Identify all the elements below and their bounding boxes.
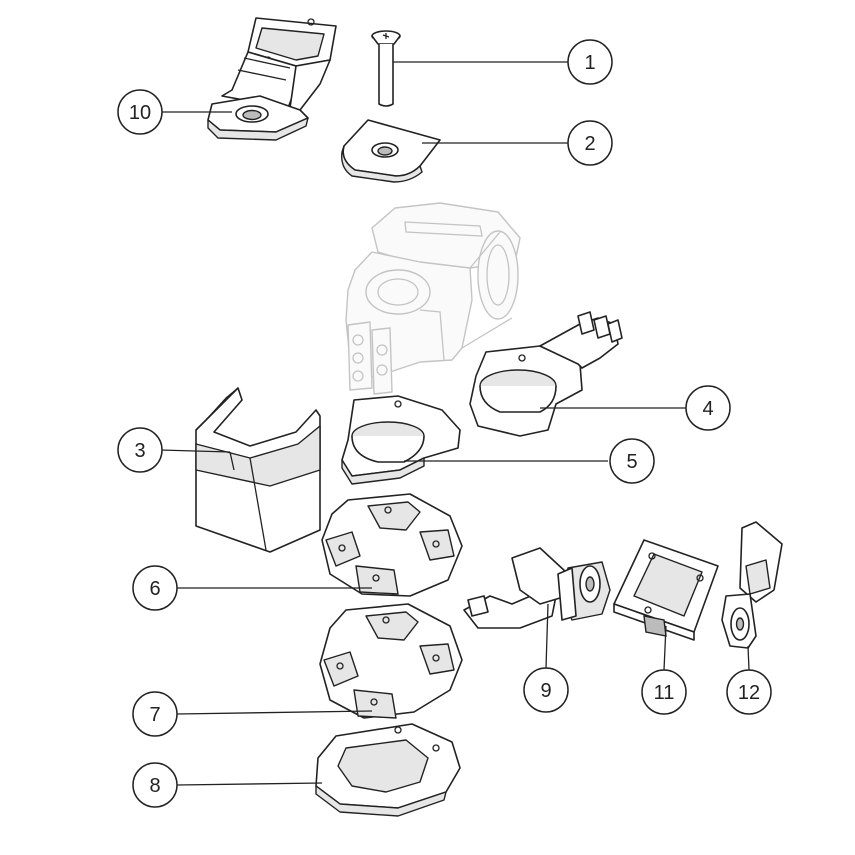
leader-3 [159, 449, 231, 453]
callout-2: 2 [567, 120, 613, 166]
leader-7 [176, 710, 373, 715]
callout-10-label: 10 [129, 102, 151, 124]
part-10-computer-mount [207, 17, 337, 141]
part-9-gopro-adapter [463, 547, 611, 629]
callout-8: 8 [132, 762, 178, 808]
leader-9 [545, 603, 549, 669]
ghost-assembled-mount [345, 202, 521, 395]
part-3-cover-shell [195, 387, 321, 553]
callout-4: 4 [685, 385, 731, 431]
leader-8 [176, 782, 323, 786]
part-8-base-ring [315, 723, 461, 817]
callout-12-label: 12 [738, 682, 760, 704]
callout-4-label: 4 [702, 398, 713, 420]
part-7-adapter [319, 603, 463, 719]
callout-9-label: 9 [540, 680, 551, 702]
part-2-plate [341, 119, 441, 183]
part-12-gopro-extension [721, 521, 783, 649]
part-4-gopro-arm-clamp [469, 311, 623, 437]
callout-8-label: 8 [149, 775, 160, 797]
callout-11-label: 11 [654, 682, 675, 704]
callout-9: 9 [523, 667, 569, 713]
callout-3-label: 3 [134, 440, 145, 462]
callout-10: 10 [117, 89, 163, 135]
callout-12: 12 [726, 669, 772, 715]
callout-6: 6 [132, 565, 178, 611]
part-5-clamp-ring [341, 395, 461, 485]
callout-7: 7 [132, 691, 178, 737]
part-6-adapter [321, 493, 463, 597]
leader-lines [159, 61, 750, 786]
callout-5-label: 5 [626, 451, 637, 473]
callout-5: 5 [609, 438, 655, 484]
callout-7-label: 7 [149, 704, 160, 726]
part-11-square-cradle [613, 539, 719, 641]
leader-12 [747, 645, 750, 671]
callout-2-label: 2 [584, 133, 595, 155]
callout-6-label: 6 [149, 578, 160, 600]
callout-1-label: 1 [584, 52, 595, 74]
part-1-screw [371, 30, 401, 107]
leader-11 [663, 625, 667, 671]
callout-3: 3 [117, 427, 163, 473]
callout-1: 1 [567, 39, 613, 85]
callout-11: 11 [641, 669, 687, 715]
